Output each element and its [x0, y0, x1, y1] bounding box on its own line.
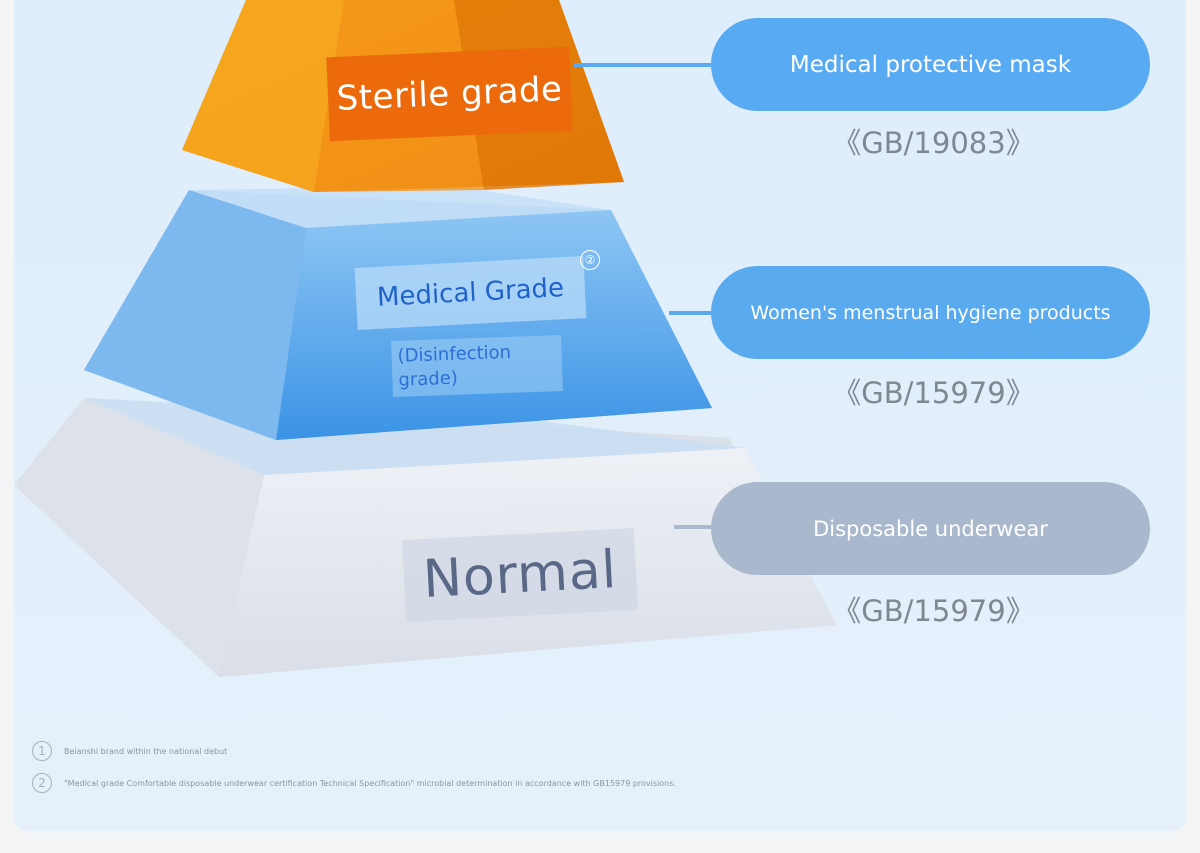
product-pill-underwear: Disposable underwear — [711, 482, 1150, 575]
footnote-number-2: 2 — [32, 773, 52, 793]
footnote-text-1: Beianshi brand within the national debut — [64, 746, 228, 756]
product-pill-mask: Medical protective mask — [711, 18, 1150, 111]
pyramid-infographic: Sterile grade Medical Grade ② (Disinfect… — [14, 0, 1186, 831]
footnote-number-1: 1 — [32, 741, 52, 761]
normal-grade-label: Normal — [402, 527, 638, 623]
sterile-grade-label: Sterile grade — [326, 46, 573, 142]
footnote-1: 1 Beianshi brand within the national deb… — [32, 741, 227, 761]
footnote-text-2: "Medical grade Comfortable disposable un… — [64, 778, 676, 788]
pyramid-graphic — [14, 0, 837, 677]
standard-label-underwear: 《GB/15979》 — [832, 594, 1035, 628]
footnote-2: 2 "Medical grade Comfortable disposable … — [32, 773, 676, 793]
disinfection-grade-label: (Disinfection grade) — [391, 335, 563, 397]
medical-grade-label: Medical Grade — [354, 256, 587, 330]
standard-label-menstrual: 《GB/15979》 — [832, 376, 1035, 410]
standard-label-mask: 《GB/19083》 — [832, 126, 1035, 160]
product-pill-menstrual: Women's menstrual hygiene products — [711, 266, 1150, 359]
footnote-marker-2: ② — [580, 250, 600, 270]
